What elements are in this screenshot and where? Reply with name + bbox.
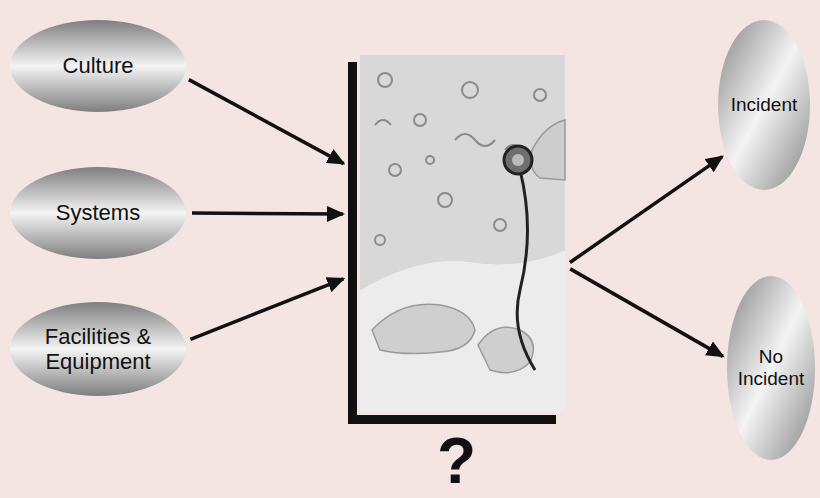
flow-arrow [192, 213, 343, 214]
ellipse-fill [10, 302, 186, 396]
factor-label: No Incident [734, 346, 808, 390]
patient-gown [360, 55, 565, 290]
patient-hand [372, 304, 475, 353]
flow-arrow [189, 80, 344, 164]
photo-frame: ? [348, 55, 565, 425]
flow-arrow [570, 269, 723, 356]
doctor-hand [531, 120, 565, 180]
photo-bracket [348, 62, 357, 424]
factor-label: Systems [56, 200, 140, 225]
factor-label: Incident [731, 94, 798, 116]
ellipse-fill [10, 20, 186, 112]
factor-ellipse: Facilities & Equipment [10, 302, 186, 396]
gown-pattern [375, 73, 546, 245]
photo-bracket [348, 415, 556, 424]
photo-ground [360, 55, 565, 412]
factor-label: Facilities & Equipment [32, 324, 164, 375]
stethoscope-tube [517, 170, 535, 370]
patient-photo [360, 55, 565, 412]
factor-ellipse: No Incident [727, 276, 815, 460]
flow-arrow [570, 157, 722, 263]
question-mark: ? [348, 429, 565, 493]
flow-arrow [190, 279, 343, 340]
ellipse-fill [10, 167, 186, 259]
stethoscope-head [504, 146, 532, 174]
bed-sheet [360, 250, 565, 412]
factor-ellipse: Systems [10, 167, 186, 259]
ellipse-fill [718, 20, 810, 190]
factor-ellipse: Incident [718, 20, 810, 190]
ellipse-fill [727, 276, 815, 460]
stethoscope-head [512, 154, 524, 166]
factor-ellipse: Culture [10, 20, 186, 112]
factor-label: Culture [63, 53, 134, 78]
